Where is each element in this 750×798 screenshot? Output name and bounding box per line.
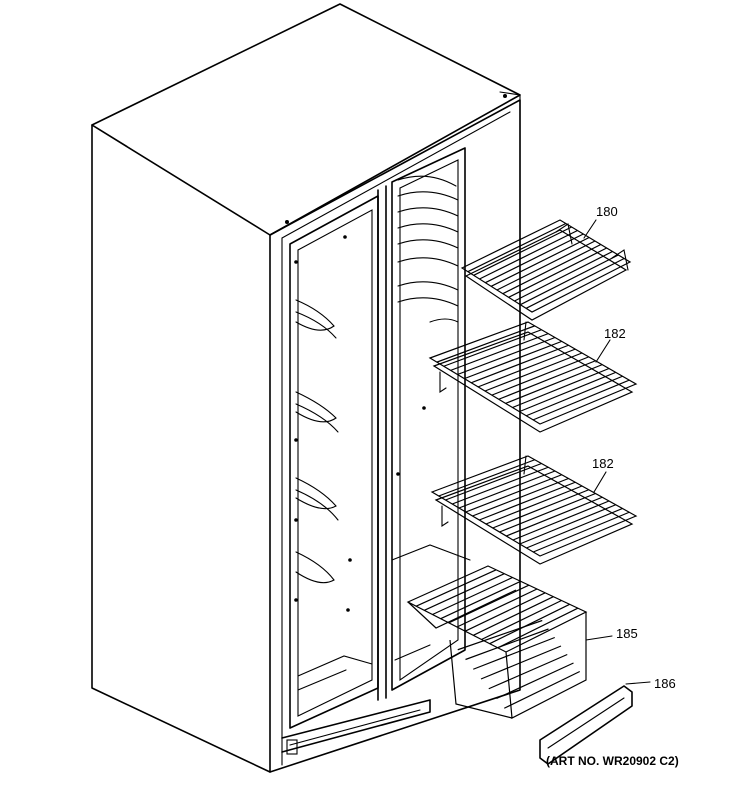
base-grille [281,699,431,755]
wire-bar [440,580,521,620]
wire-bar [424,573,505,611]
wire-bar [498,360,596,400]
art-number: (ART NO. WR20902 C2) [546,754,679,768]
wire-bar [519,371,616,413]
wire-bar [485,485,583,525]
wire-bar [506,496,603,537]
wire-bar [520,254,619,306]
wire-bar [480,645,562,680]
wire-bar [457,336,556,376]
wire-bar [465,474,562,513]
wire-bar [479,229,578,280]
callout-185: 185 [616,626,638,641]
basket-front-186 [539,685,633,765]
wire-bar [488,653,568,690]
wire-bar [473,636,555,670]
wire-bar [457,619,543,651]
wire-bar [458,470,556,509]
callout-leaders [583,219,651,685]
wire-bar [526,507,623,549]
wire-bar [485,233,584,284]
wire-bar [502,243,602,295]
wire-bar [514,250,613,302]
wire-bar [436,325,535,363]
wire-bar [525,257,625,309]
wire-bar [464,592,546,632]
wire-shelf-180 [460,219,632,321]
fresh-food-liner [289,195,379,729]
wire-bar [479,481,576,521]
refrigerator-cabinet [91,3,521,773]
wire-bar [481,599,562,641]
wire-bar [496,240,596,291]
wire-bar [477,348,576,388]
wire-bar [532,379,630,421]
wire-bar [473,226,572,276]
wire-bar [519,504,616,545]
callout-186: 186 [654,676,676,691]
wire-shelf-182-upper [428,321,638,433]
wire-bar [465,628,549,661]
wire-bar [415,569,497,607]
wire-bar [499,492,596,533]
wire-bar [464,340,562,380]
wire-bar [450,333,549,371]
callout-182-upper: 182 [604,326,626,341]
wire-bar [452,466,549,505]
wire-bar [503,670,581,709]
wire-bar [526,375,623,417]
wire-bar [443,329,542,367]
freezer-liner [391,147,471,691]
wire-bar [484,352,583,392]
wire-bar [491,356,589,396]
wire-bar [432,576,513,616]
wire-bar [489,603,570,645]
wire-bar [473,596,554,636]
wire-bar [472,477,569,517]
wire-bar [456,588,538,628]
wire-bar [471,344,569,384]
wire-bar [490,236,590,287]
wire-bar [508,247,607,298]
wire-bar [512,367,610,409]
wire-bar [467,222,567,273]
wire-bar [496,662,574,700]
callout-180: 180 [596,204,618,219]
wire-bar [448,584,530,624]
wire-bar [492,489,589,529]
wire-bar [505,364,603,404]
freezer-basket-185 [406,565,588,719]
wire-bar [438,459,535,497]
wire-bar [512,500,610,541]
wire-bar [497,607,579,649]
wire-bar [533,511,630,553]
wire-shelf-182-lower [430,455,638,565]
callout-182-lower: 182 [592,456,614,471]
wire-bar [445,462,542,501]
